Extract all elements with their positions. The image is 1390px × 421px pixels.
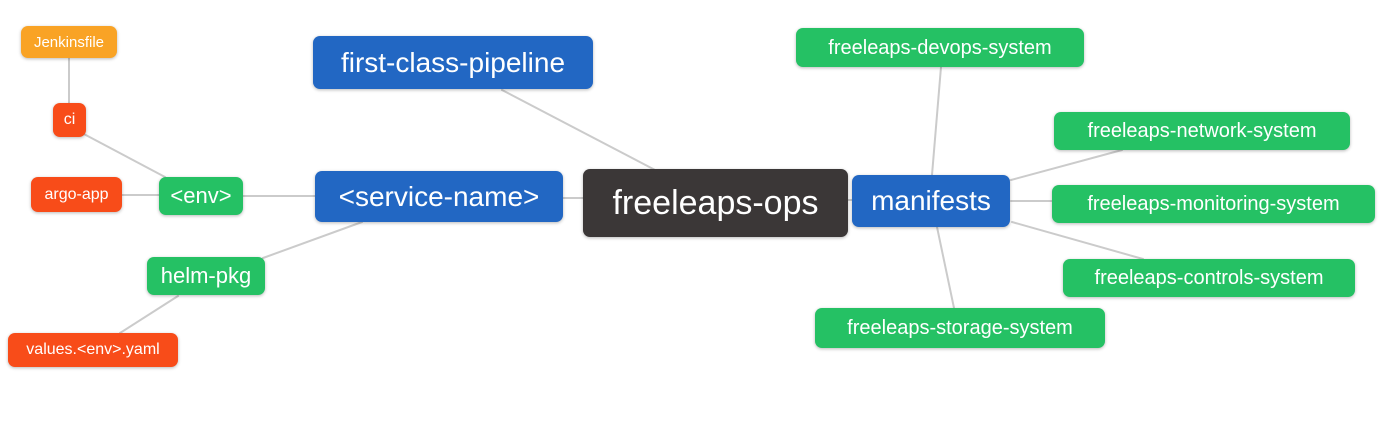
node-manifests[interactable]: manifests bbox=[852, 175, 1010, 227]
edge-manifests-controls-system bbox=[1011, 221, 1144, 260]
node-devops-system[interactable]: freeleaps-devops-system bbox=[796, 28, 1084, 67]
edge-manifests-network-system bbox=[1010, 149, 1123, 181]
node-service-name[interactable]: <service-name> bbox=[315, 171, 563, 222]
node-jenkinsfile[interactable]: Jenkinsfile bbox=[21, 26, 117, 58]
node-ci[interactable]: ci bbox=[53, 103, 86, 137]
edge-helm-pkg-values-env-yaml bbox=[119, 295, 179, 334]
node-controls-system[interactable]: freeleaps-controls-system bbox=[1063, 259, 1355, 297]
node-values-env-yaml[interactable]: values.<env>.yaml bbox=[8, 333, 178, 367]
edge-service-name-helm-pkg bbox=[262, 221, 363, 259]
node-first-class-pipeline[interactable]: first-class-pipeline bbox=[313, 36, 593, 89]
edge-first-class-pipeline-freeleaps-ops bbox=[501, 89, 658, 172]
node-env[interactable]: <env> bbox=[159, 177, 243, 215]
edge-ci-env bbox=[81, 132, 166, 178]
edge-manifests-devops-system bbox=[931, 66, 942, 176]
node-storage-system[interactable]: freeleaps-storage-system bbox=[815, 308, 1105, 348]
edge-manifests-storage-system bbox=[936, 226, 955, 309]
node-argo-app[interactable]: argo-app bbox=[31, 177, 122, 212]
node-network-system[interactable]: freeleaps-network-system bbox=[1054, 112, 1350, 150]
node-helm-pkg[interactable]: helm-pkg bbox=[147, 257, 265, 295]
node-freeleaps-ops[interactable]: freeleaps-ops bbox=[583, 169, 848, 237]
node-monitoring-system[interactable]: freeleaps-monitoring-system bbox=[1052, 185, 1375, 223]
